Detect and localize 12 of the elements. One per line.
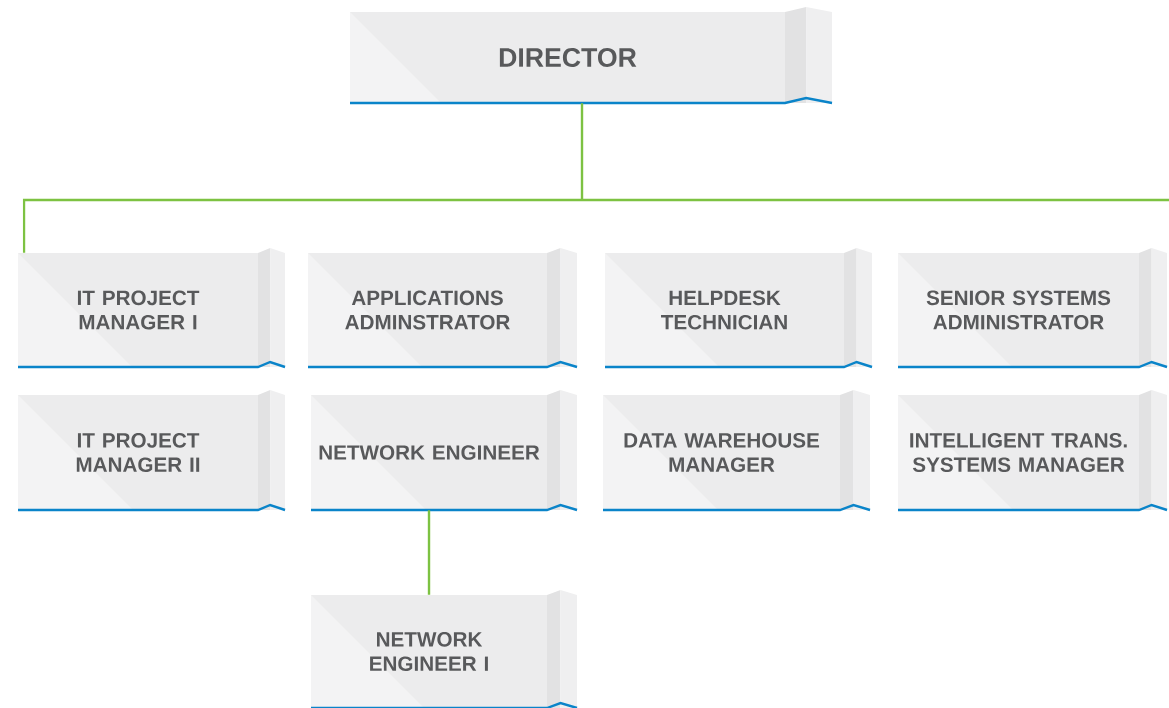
org-box: IT PROJECT MANAGER I xyxy=(18,248,286,369)
org-box: DATA WAREHOUSE MANAGER xyxy=(603,390,871,512)
org-box: HELPDESK TECHNICIAN xyxy=(605,248,873,369)
org-box: IT PROJECT MANAGER II xyxy=(18,390,286,512)
org-box: NETWORK ENGINEER I xyxy=(311,590,578,708)
org-box: INTELLIGENT TRANS. SYSTEMS MANAGER xyxy=(898,390,1168,512)
org-box: SENIOR SYSTEMS ADMINISTRATOR xyxy=(898,248,1168,369)
connector-line xyxy=(22,102,1169,254)
org-box: APPLICATIONS ADMINSTRATOR xyxy=(308,248,578,369)
connector-line xyxy=(427,510,431,595)
org-box: NETWORK ENGINEER xyxy=(311,390,578,512)
org-box: DIRECTOR xyxy=(350,7,833,105)
